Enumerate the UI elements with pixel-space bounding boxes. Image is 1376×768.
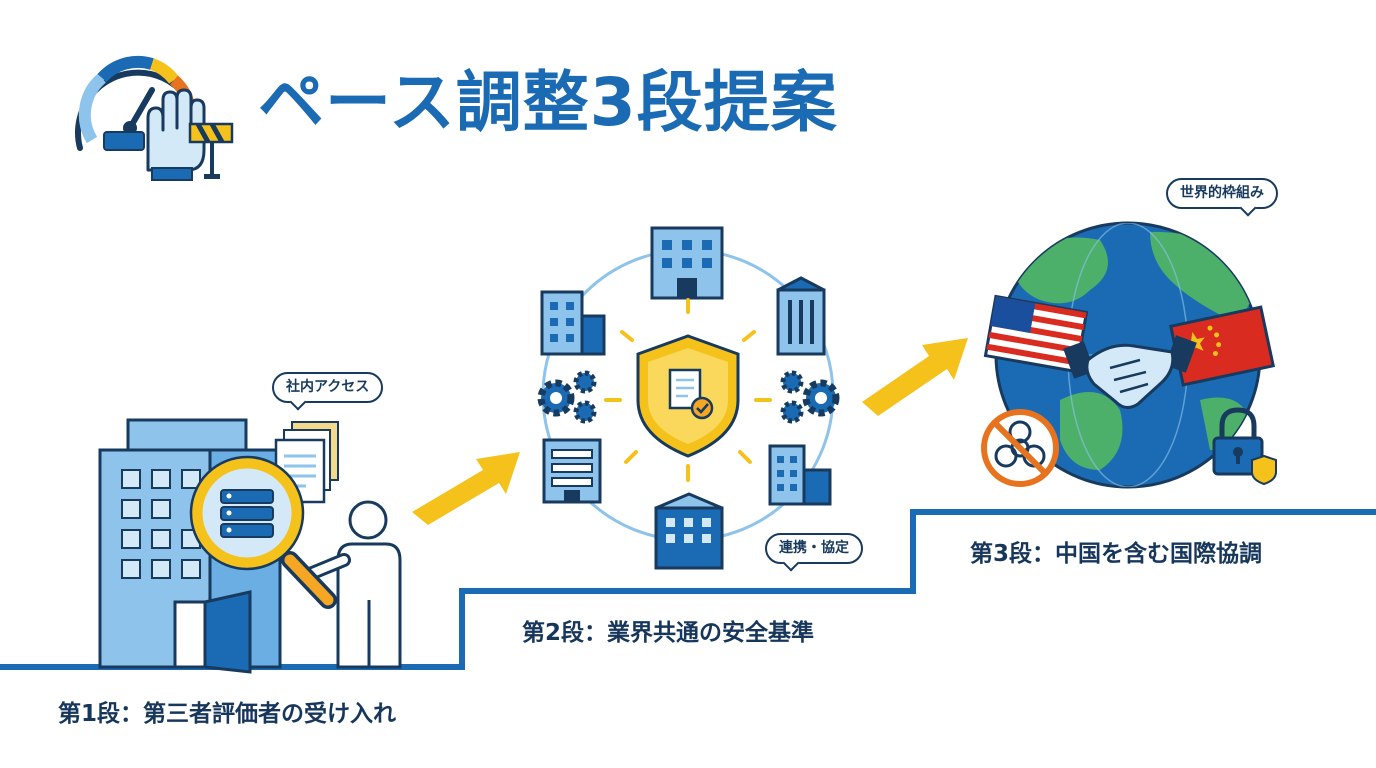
speech-bubble-step2: 連携・協定: [765, 533, 863, 564]
step1-label: 第1段：第三者評価者の受け入れ: [58, 701, 397, 727]
person-icon: [303, 500, 402, 669]
building-icon: [654, 492, 724, 570]
building-icon: [650, 226, 724, 300]
padlock-icon: [1212, 407, 1277, 486]
documents-icon: [274, 421, 339, 504]
step2-label: 第2段：業界共通の安全基準: [522, 620, 815, 646]
shield-icon: [604, 298, 772, 482]
speech-bubble-step1: 社内アクセス: [272, 372, 384, 403]
us-flag-icon: [983, 294, 1089, 374]
magnifier-icon: [189, 455, 337, 609]
arrow-icon: [412, 452, 520, 525]
building-icon: [540, 290, 606, 356]
page-title: ペース調整3段提案: [258, 64, 838, 141]
biohazard-prohibited-icon: [981, 409, 1059, 487]
server-icon: [220, 489, 274, 538]
building-icon: [776, 276, 826, 356]
building-icon: [542, 438, 602, 504]
gear-icon: [537, 370, 597, 424]
step3-label: 第3段：中国を含む国際協調: [970, 541, 1263, 567]
hand-stop-icon: [146, 88, 206, 181]
handshake-icon: [1063, 335, 1197, 409]
speech-bubble-step3: 世界的枠組み: [1166, 178, 1278, 209]
building-icon: [768, 444, 832, 506]
arrow-icon: [862, 338, 968, 416]
gear-icon: [780, 370, 840, 424]
barrier-icon: [188, 122, 234, 179]
